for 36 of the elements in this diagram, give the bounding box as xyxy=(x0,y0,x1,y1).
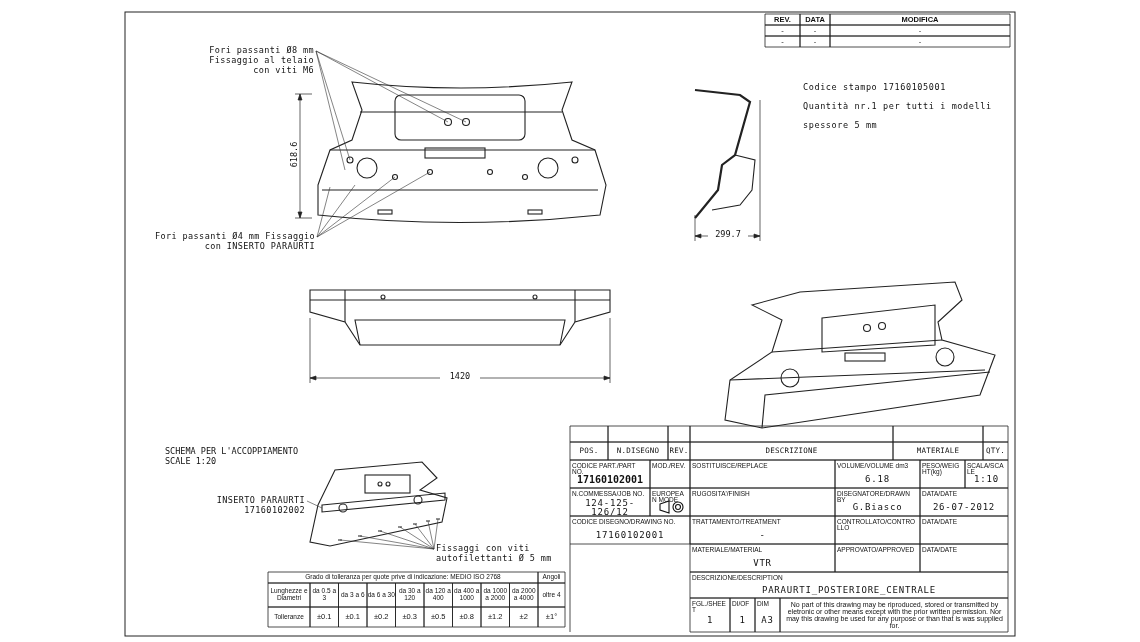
callout-text: Fori passanti Ø4 mm Fissaggio con INSERTO PARAURTI xyxy=(140,232,315,252)
field-value: 17160102001 xyxy=(594,529,666,543)
dimension-value: 299.7 xyxy=(708,230,748,239)
note-text: spessore 5 mm xyxy=(803,121,879,130)
field-value: 17160102001 xyxy=(576,473,645,487)
leader-line xyxy=(316,171,431,238)
field-value: PARAURTI_POSTERIORE_CENTRALE xyxy=(760,585,938,597)
leader-line xyxy=(315,50,346,171)
leader-line xyxy=(339,539,435,550)
leader-line xyxy=(433,518,439,550)
leader-line xyxy=(427,520,435,550)
callout-text: INSERTO PARAURTI 17160102002 xyxy=(205,496,305,516)
field-value: 6.18 xyxy=(864,473,891,487)
callout-text: Fori passanti Ø8 mm Fissaggio al telaio con viti M6 xyxy=(190,46,314,76)
view-title: SCHEMA PER L'ACCOPPIAMENTO xyxy=(165,447,300,456)
dimension-value: 1420 xyxy=(440,372,480,381)
field-value: - xyxy=(758,529,767,543)
callout-text: Fissaggi con viti autofilettanti Ø 5 mm xyxy=(436,544,561,564)
field-value: 124-125-126/12 xyxy=(584,501,636,515)
note-text: Quantità nr.1 per tutti i modelli xyxy=(803,102,993,111)
bumper-insert-drawing xyxy=(321,492,446,513)
note-text: Codice stampo 17160105001 xyxy=(803,83,947,92)
leader-line xyxy=(316,184,356,238)
leader-line xyxy=(414,523,435,550)
field-value: 1 xyxy=(705,614,715,628)
field-value: A3 xyxy=(760,614,775,628)
field-value: 1 xyxy=(738,614,747,628)
leader-line xyxy=(379,530,435,550)
field-value: 1:10 xyxy=(974,474,1000,487)
leader-line xyxy=(399,526,435,550)
field-value: G.Biasco xyxy=(851,501,904,515)
field-value: 26-07-2012 xyxy=(931,501,997,515)
leader-line xyxy=(306,500,323,509)
field-value: VTR xyxy=(752,557,773,571)
leader-line xyxy=(316,186,331,238)
view-title: SCALE 1:20 xyxy=(165,457,218,466)
